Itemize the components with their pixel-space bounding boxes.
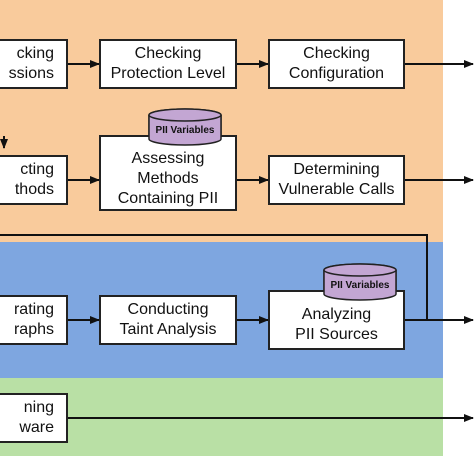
node-label: Checking Protection Level <box>110 45 226 82</box>
node-label: Assessing Methods Containing PII <box>117 150 219 207</box>
node-determining-vulnerable-calls: Determining Vulnerable Calls <box>268 155 405 205</box>
node-conducting-taint-analysis: Conducting Taint Analysis <box>99 295 237 345</box>
node-label: Conducting Taint Analysis <box>119 301 217 338</box>
node-checking-protection-level: Checking Protection Level <box>99 39 237 89</box>
node-scanning-malware: ning ware <box>0 393 68 443</box>
node-assessing-methods: Assessing Methods Containing PII <box>99 135 237 211</box>
node-label: cting thods <box>14 161 54 198</box>
node-detecting-methods: cting thods <box>0 155 68 205</box>
node-checking-sessions: cking ssions <box>0 39 68 89</box>
node-label: rating raphs <box>13 301 54 338</box>
node-label: Checking Configuration <box>288 45 385 82</box>
node-analyzing-pii-sources: Analyzing PII Sources <box>268 290 405 350</box>
node-label: Determining Vulnerable Calls <box>278 161 395 198</box>
node-label: ning ware <box>19 399 54 436</box>
edge-loop <box>0 234 474 324</box>
node-label: cking ssions <box>8 45 54 82</box>
node-checking-configuration: Checking Configuration <box>268 39 405 89</box>
node-label: Analyzing PII Sources <box>295 306 378 343</box>
node-generating-graphs: rating raphs <box>0 295 68 345</box>
